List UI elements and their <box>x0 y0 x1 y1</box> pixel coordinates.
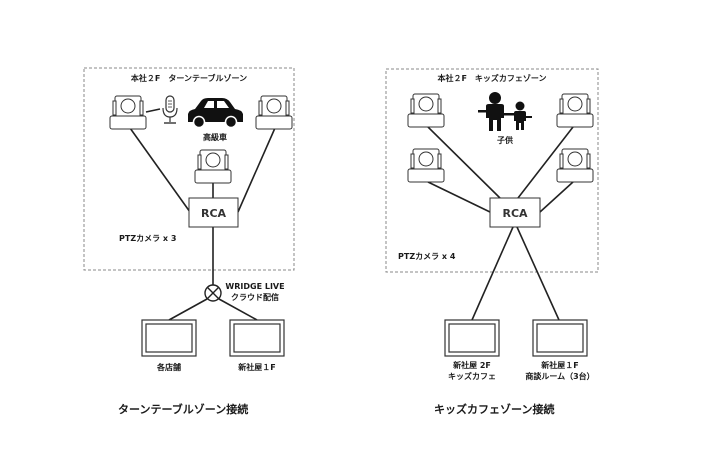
left-cam1-link <box>129 127 191 213</box>
display-label: 新社屋１F <box>238 362 275 372</box>
right-zone-boundary <box>385 68 599 273</box>
right-cam2-link <box>517 126 574 199</box>
rca-switcher <box>489 197 541 228</box>
display-sublabel: 商談ルーム（3台） <box>525 371 594 381</box>
display-monitor-icon <box>229 319 285 357</box>
display-label: 新社屋１F <box>541 360 578 370</box>
left-zone: 本社２F ターンテーブルゾーン 高級 <box>83 67 295 416</box>
left-cloud-to-display1-link <box>168 298 208 321</box>
rca-label: RCA <box>201 207 227 220</box>
right-zone: 本社２F キッズカフェゾーン 子供 RCA PTZカメラ x 4 <box>385 68 599 416</box>
rca-switcher <box>188 197 239 228</box>
display-monitor-icon <box>141 319 197 357</box>
display-monitor-icon <box>532 319 588 357</box>
right-cam3-link <box>427 181 491 213</box>
microphone-icon <box>162 95 178 124</box>
camera-mic-cable <box>145 108 161 113</box>
ptz-camera-icon <box>255 95 293 130</box>
people-icon <box>478 92 532 131</box>
left-zone-title: 本社２F ターンテーブルゾーン <box>130 73 247 83</box>
ptz-camera-icon <box>556 148 594 183</box>
ptz-camera-icon <box>407 93 445 128</box>
car-icon <box>188 98 243 129</box>
display-label: 新社屋 2F <box>453 360 491 370</box>
ptz-camera-icon <box>556 93 594 128</box>
left-cam2-link <box>237 127 276 213</box>
left-cloud-to-display2-link <box>218 298 258 321</box>
subject-label: 高級車 <box>203 132 227 142</box>
rca-label: RCA <box>502 207 528 220</box>
display-sublabel: キッズカフェ <box>448 371 496 381</box>
camera-count-label: PTZカメラ x 3 <box>119 234 176 243</box>
cloud-node-icon <box>204 284 222 302</box>
right-rca-to-display2-link <box>516 226 560 321</box>
cloud-service-sublabel: クラウド配信 <box>231 292 279 302</box>
display-label: 各店舗 <box>156 362 181 372</box>
display-monitor-icon <box>444 319 500 357</box>
cloud-service-label: WRIDGE LIVE <box>225 282 284 291</box>
right-zone-title: 本社２F キッズカフェゾーン <box>436 73 546 83</box>
right-cam1-link <box>427 126 501 199</box>
ptz-camera-icon <box>407 148 445 183</box>
left-caption: ターンテーブルゾーン接続 <box>118 402 248 416</box>
ptz-camera-icon <box>109 95 147 130</box>
right-caption: キッズカフェゾーン接続 <box>434 402 554 416</box>
right-rca-to-display1-link <box>471 226 514 321</box>
right-cam4-link <box>539 181 574 213</box>
ptz-camera-icon <box>194 149 232 184</box>
left-zone-boundary <box>83 67 295 271</box>
subject-label: 子供 <box>497 135 513 145</box>
camera-count-label: PTZカメラ x 4 <box>398 252 456 261</box>
